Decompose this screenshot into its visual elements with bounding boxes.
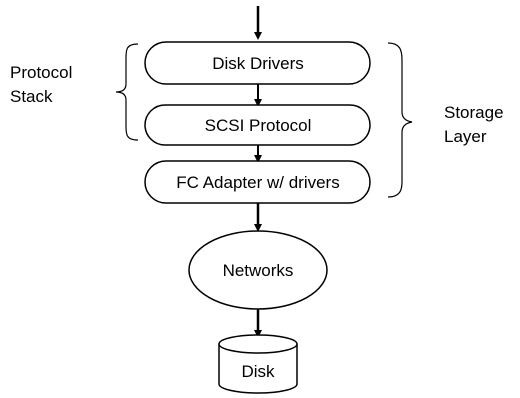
- fc-adapter-label: FC Adapter w/ drivers: [176, 173, 339, 192]
- scsi-protocol-label: SCSI Protocol: [205, 116, 312, 135]
- storage-layer-brace: [387, 42, 413, 198]
- storage-layer-label-line-1: Storage: [444, 103, 504, 122]
- networks-label: Networks: [223, 261, 294, 280]
- disk-label: Disk: [241, 362, 275, 381]
- storage-layer-label-line-2: Layer: [444, 127, 487, 146]
- disk-drivers-label: Disk Drivers: [212, 54, 304, 73]
- protocol-stack-brace: [115, 43, 139, 141]
- disk-drivers-node: Disk Drivers: [144, 41, 371, 85]
- protocol-stack-label-line-1: Protocol: [10, 63, 72, 82]
- networks-node: Networks: [188, 230, 328, 310]
- protocol-stack-label-line-2: Stack: [10, 87, 53, 106]
- scsi-protocol-node: SCSI Protocol: [144, 104, 371, 146]
- fc-adapter-node: FC Adapter w/ drivers: [144, 160, 371, 204]
- disk-node: Disk: [218, 334, 298, 394]
